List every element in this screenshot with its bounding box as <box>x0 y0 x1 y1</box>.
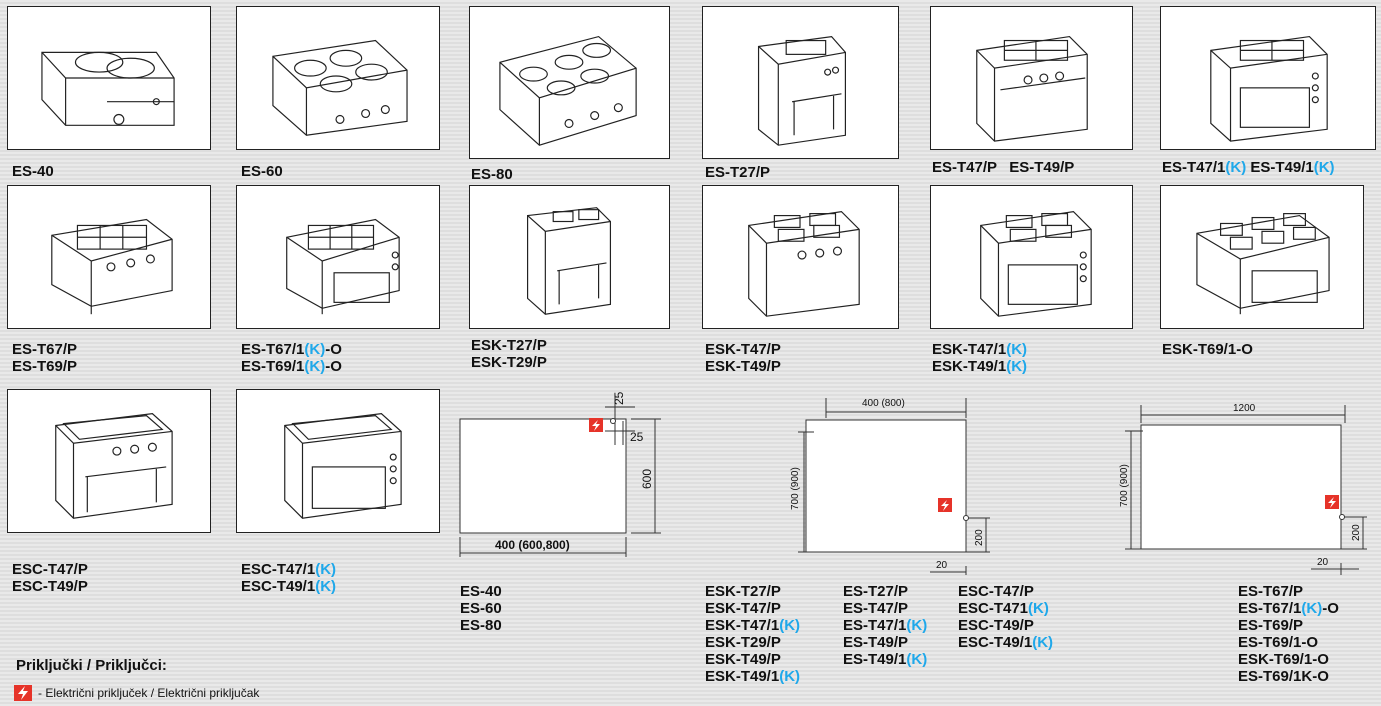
product-label-esc-t47-1: ESC-T47/1(K) ESC-T49/1(K) <box>241 561 337 595</box>
legend-title: Priključki / Priključci: <box>16 657 167 674</box>
product-label-esk-t69-1-o: ESK-T69/1-O <box>1162 341 1253 358</box>
svg-text:1200: 1200 <box>1233 403 1256 414</box>
svg-text:20: 20 <box>936 560 948 571</box>
product-image-es-40 <box>7 6 211 150</box>
product-image-esc-t47-p <box>7 389 211 533</box>
diagram2-models-col1: ESK-T27/P ESK-T47/P ESK-T47/1(K) ESK-T29… <box>705 583 801 685</box>
connection-diagram-es-t6: 1200 700 (900) 200 20 <box>1115 395 1377 575</box>
product-image-esk-t69-1-o <box>1160 185 1364 329</box>
lightning-bolt-icon <box>14 685 32 701</box>
svg-text:200: 200 <box>1351 524 1362 541</box>
product-image-esk-t47-1 <box>930 185 1133 329</box>
svg-text:400 (600,800): 400 (600,800) <box>495 538 570 552</box>
svg-text:25: 25 <box>612 391 626 405</box>
svg-text:200: 200 <box>974 529 985 546</box>
svg-text:400 (800): 400 (800) <box>862 398 905 409</box>
product-label-es-t47-1: ES-T47/1(K) ES-T49/1(K) <box>1162 159 1335 176</box>
product-label-es-t67-1-o: ES-T67/1(K)-O ES-T69/1(K)-O <box>241 341 342 375</box>
product-image-esk-t27-p <box>469 185 670 329</box>
product-image-es-60 <box>236 6 440 150</box>
product-image-esc-t47-1 <box>236 389 440 533</box>
diagram2-models-col3: ESC-T47/P ESC-T471(K) ESC-T49/P ESC-T49/… <box>958 583 1054 651</box>
legend-text: - Električni priključek / Električni pri… <box>38 686 260 700</box>
svg-text:20: 20 <box>1317 557 1329 568</box>
product-label-esk-t47-1: ESK-T47/1(K) ESK-T49/1(K) <box>932 341 1028 375</box>
legend-electrical: - Električni priključek / Električni pri… <box>14 685 259 701</box>
svg-text:700 (900): 700 (900) <box>1119 464 1130 507</box>
product-label-es-t27-p: ES-T27/P <box>705 164 771 181</box>
product-image-es-t67-p <box>7 185 211 329</box>
connection-diagram-es: 25 25 600 400 (600,800) <box>455 385 685 560</box>
product-label-es-80: ES-80 <box>471 166 513 183</box>
svg-text:700 (900): 700 (900) <box>790 467 801 510</box>
product-image-es-80 <box>469 6 670 159</box>
product-image-es-t67-1-o <box>236 185 440 329</box>
product-label-es-t47-p: ES-T47/P ES-T49/P <box>932 159 1075 176</box>
product-label-es-40: ES-40 <box>12 163 54 180</box>
svg-text:25: 25 <box>630 430 644 444</box>
diagram2-models-col2: ES-T27/P ES-T47/P ES-T47/1(K) ES-T49/P E… <box>843 583 928 668</box>
diagram3-models: ES-T67/P ES-T67/1(K)-O ES-T69/P ES-T69/1… <box>1238 583 1339 685</box>
product-label-es-60: ES-60 <box>241 163 283 180</box>
product-image-esk-t47-p <box>702 185 899 329</box>
product-image-es-t27-p <box>702 6 899 159</box>
connection-diagram-es-t4: 400 (800) 700 (900) 200 20 <box>780 390 1000 575</box>
svg-text:600: 600 <box>640 469 654 489</box>
product-image-es-t47-p <box>930 6 1133 150</box>
product-image-es-t47-1 <box>1160 6 1376 150</box>
